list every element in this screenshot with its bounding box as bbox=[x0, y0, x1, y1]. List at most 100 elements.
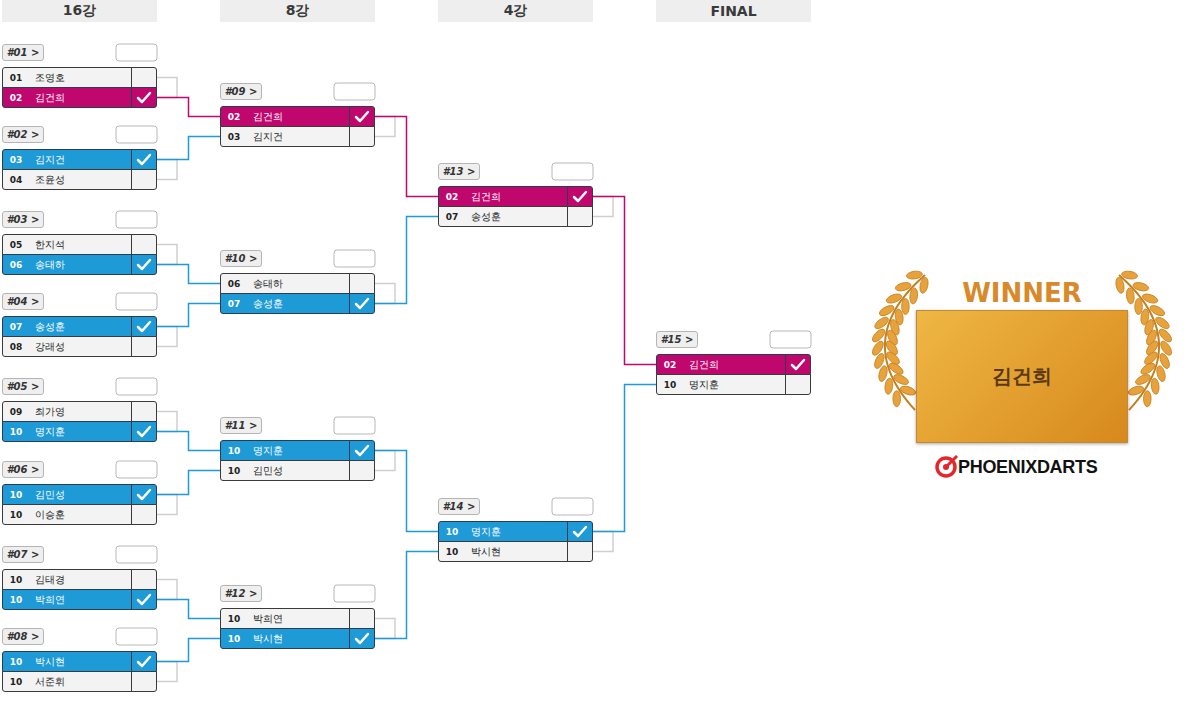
check-stroke bbox=[138, 93, 150, 102]
seed-number: 02 bbox=[221, 107, 247, 126]
laurel-leaf bbox=[1141, 292, 1159, 305]
check-stroke bbox=[792, 360, 804, 369]
match-tag: #13 > bbox=[438, 163, 480, 180]
player-name: 강래성 bbox=[35, 337, 130, 356]
laurel-leaf bbox=[887, 361, 904, 376]
round-header: 8강 bbox=[220, 0, 375, 22]
score-box bbox=[116, 546, 157, 563]
check-cell bbox=[131, 150, 156, 169]
player-name: 조영호 bbox=[35, 68, 130, 87]
bracket-connector bbox=[157, 265, 220, 284]
check-stroke bbox=[356, 112, 368, 121]
player-name: 명지훈 bbox=[35, 422, 130, 441]
check-cell bbox=[349, 274, 374, 293]
check-mark bbox=[350, 441, 374, 460]
match-tag: #07 > bbox=[2, 546, 44, 563]
check-stroke bbox=[574, 527, 586, 536]
score-box bbox=[334, 83, 375, 100]
check-stroke bbox=[138, 260, 150, 269]
score-box bbox=[116, 461, 157, 478]
seed-number: 06 bbox=[221, 274, 247, 293]
bracket-connector bbox=[157, 600, 220, 619]
check-cell bbox=[349, 629, 374, 648]
check-stroke bbox=[138, 322, 150, 331]
check-mark bbox=[786, 355, 810, 374]
laurel-leaf bbox=[893, 391, 901, 407]
match-tag: #14 > bbox=[438, 498, 480, 515]
match-tag: #08 > bbox=[2, 628, 44, 645]
seed-number: 01 bbox=[3, 68, 29, 87]
match-stub bbox=[375, 284, 395, 304]
check-cell bbox=[567, 542, 592, 561]
bracket-connector bbox=[157, 639, 220, 662]
player-name: 김건희 bbox=[471, 187, 566, 206]
seed-number: 10 bbox=[3, 505, 29, 524]
seed-number: 10 bbox=[221, 629, 247, 648]
check-cell bbox=[131, 422, 156, 441]
seed-number: 04 bbox=[3, 170, 29, 189]
bracket-connector bbox=[157, 304, 220, 327]
player-name: 김건희 bbox=[689, 355, 784, 374]
player-row: 10명지훈 bbox=[656, 374, 811, 395]
bracket-connector bbox=[593, 197, 656, 365]
check-mark bbox=[132, 317, 156, 336]
player-name: 김건희 bbox=[35, 88, 130, 107]
bracket-decoration bbox=[116, 44, 811, 682]
score-box bbox=[770, 331, 811, 348]
laurel-leaf bbox=[884, 378, 893, 395]
winner-plaque: WINNER김건희 bbox=[916, 276, 1128, 443]
score-box bbox=[116, 211, 157, 228]
check-cell bbox=[131, 402, 156, 421]
seed-number: 10 bbox=[3, 570, 29, 589]
match-number: #07 > bbox=[3, 547, 43, 562]
player-row: 10서준휘 bbox=[2, 671, 157, 692]
player-row: 06송태하 bbox=[220, 273, 375, 294]
check-mark bbox=[350, 294, 374, 313]
player-row: 01 조영호 bbox=[2, 67, 157, 88]
laurel-leaf bbox=[1127, 384, 1145, 396]
check-cell bbox=[567, 187, 592, 206]
check-cell bbox=[131, 235, 156, 254]
match-tag: #02 > bbox=[2, 126, 44, 143]
check-cell bbox=[785, 355, 810, 374]
player-row: 10김민성 bbox=[2, 484, 157, 505]
seed-number: 06 bbox=[3, 255, 29, 274]
laurel-leaf bbox=[1126, 288, 1135, 305]
check-cell bbox=[131, 317, 156, 336]
player-row: 03김지건 bbox=[2, 149, 157, 170]
winner-name: 김건희 bbox=[916, 310, 1128, 443]
check-cell bbox=[349, 609, 374, 628]
score-box bbox=[334, 417, 375, 434]
laurel-leaf bbox=[1134, 373, 1152, 387]
player-name: 박희연 bbox=[253, 609, 348, 628]
player-row: 08강래성 bbox=[2, 336, 157, 357]
player-row: 07송성훈 bbox=[438, 206, 593, 227]
match-stub bbox=[375, 117, 395, 137]
player-row: 10박시현 bbox=[220, 628, 375, 649]
seed-number: 10 bbox=[439, 542, 465, 561]
match-tag: #09 > bbox=[220, 83, 262, 100]
bracket-connector bbox=[157, 471, 220, 495]
player-row: 10박시현 bbox=[438, 541, 593, 562]
seed-number: 07 bbox=[439, 207, 465, 226]
score-box bbox=[552, 163, 593, 180]
score-box bbox=[116, 628, 157, 645]
match-number: #08 > bbox=[3, 629, 43, 644]
check-mark bbox=[132, 485, 156, 504]
check-cell bbox=[785, 375, 810, 394]
check-cell bbox=[131, 505, 156, 524]
laurel-leaf bbox=[878, 303, 896, 317]
player-name: 김민성 bbox=[35, 485, 130, 504]
seed-number: 10 bbox=[3, 652, 29, 671]
player-row: 02김건희 bbox=[656, 354, 811, 375]
seed-number: 10 bbox=[3, 422, 29, 441]
bracket-connector bbox=[157, 137, 220, 160]
check-stroke bbox=[138, 657, 150, 666]
match-stub bbox=[157, 412, 177, 432]
match-number: #11 > bbox=[221, 418, 261, 433]
round-title: 8강 bbox=[220, 0, 375, 22]
check-cell bbox=[567, 522, 592, 541]
check-cell bbox=[131, 255, 156, 274]
match-stub bbox=[157, 160, 177, 180]
check-mark bbox=[568, 522, 592, 541]
